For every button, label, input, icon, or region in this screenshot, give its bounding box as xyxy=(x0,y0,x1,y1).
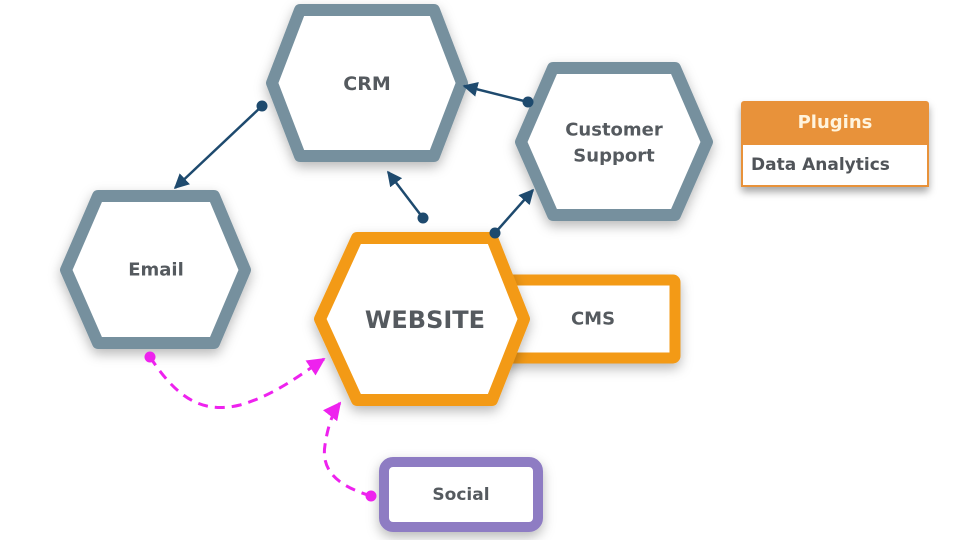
connector-social-website xyxy=(322,401,377,502)
connector-line xyxy=(494,188,534,234)
connector-dot xyxy=(522,96,534,108)
email-label: Email xyxy=(128,260,184,281)
website-node[interactable] xyxy=(314,232,530,406)
email-node[interactable] xyxy=(60,190,251,349)
connector-line xyxy=(173,105,263,190)
plugins-header: Plugins xyxy=(741,101,929,145)
social-label: Social xyxy=(432,485,489,505)
connector-dot xyxy=(417,212,429,224)
connector-line xyxy=(148,356,326,410)
connector-line xyxy=(462,81,529,104)
connector-line xyxy=(322,401,372,498)
connector-website-crm xyxy=(387,170,429,224)
customer-support-node[interactable] xyxy=(515,62,713,221)
connector-line xyxy=(387,170,424,219)
email-hexagon xyxy=(60,190,251,349)
connector-dot xyxy=(144,351,156,363)
connector-crm-email xyxy=(173,100,268,190)
customer-support-label-line2: Support xyxy=(573,146,655,167)
social-node[interactable] xyxy=(379,457,543,532)
plugins-panel: Plugins Data Analytics xyxy=(741,101,929,187)
crm-label: CRM xyxy=(343,73,390,95)
customer-support-label-line1: Customer xyxy=(565,120,663,141)
connector-support-crm xyxy=(462,81,534,108)
cms-label: CMS xyxy=(571,309,615,330)
website-label: WEBSITE xyxy=(365,306,485,334)
crm-node[interactable] xyxy=(266,4,468,162)
connector-email-website xyxy=(144,351,326,410)
social-box xyxy=(379,457,543,532)
connector-website-support xyxy=(489,188,534,239)
crm-hexagon xyxy=(266,4,468,162)
customer-support-hexagon xyxy=(515,62,713,221)
connector-dot xyxy=(256,100,268,112)
connector-dot xyxy=(365,490,377,502)
plugin-item-data-analytics[interactable]: Data Analytics xyxy=(741,145,929,187)
website-hexagon xyxy=(314,232,530,406)
connector-dot xyxy=(489,227,501,239)
